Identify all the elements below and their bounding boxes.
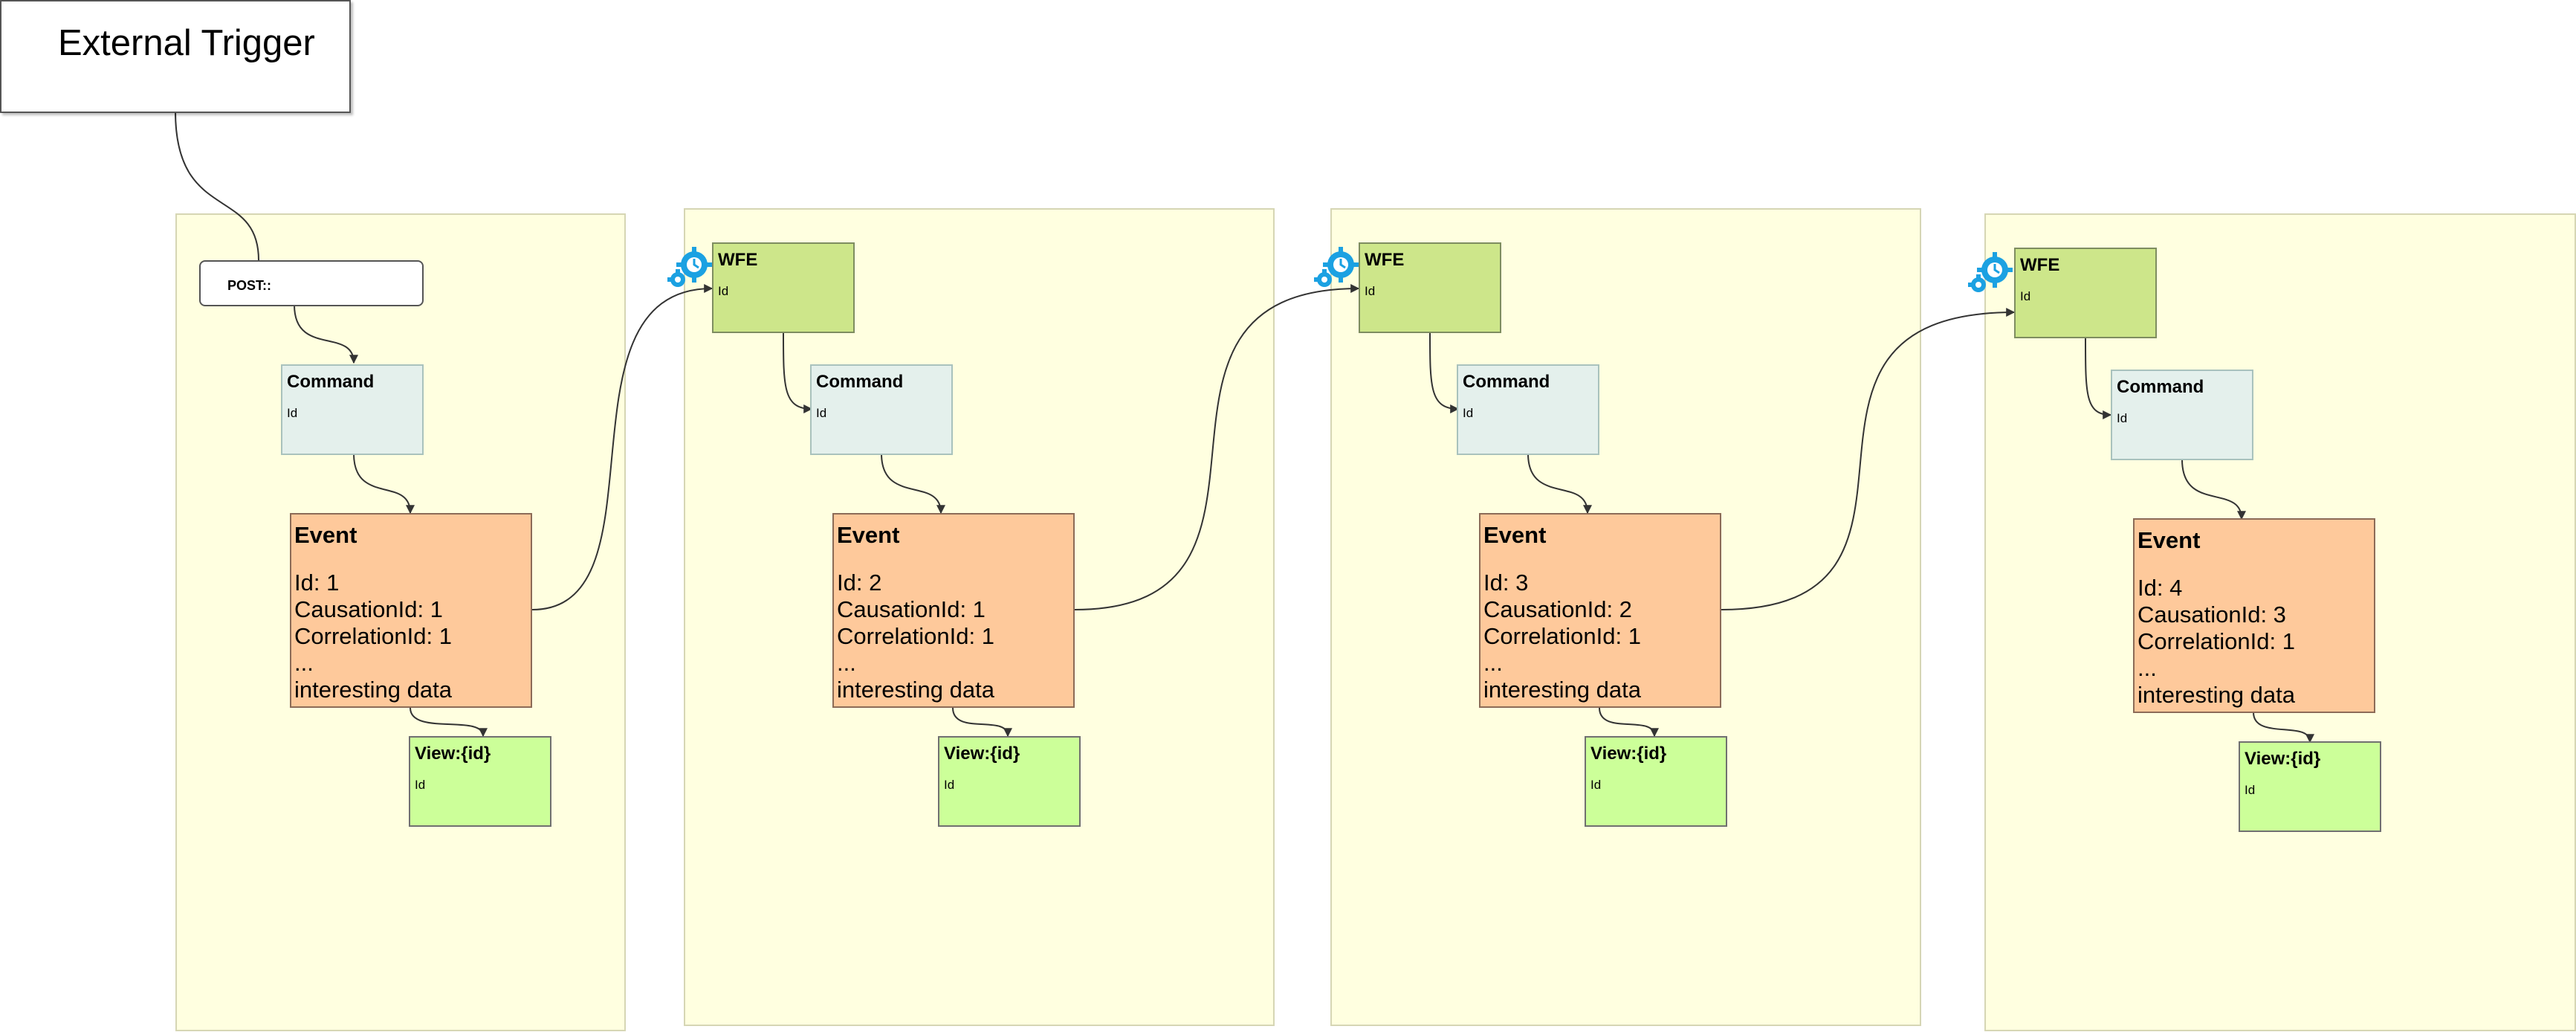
event-causation-id: CausationId: 2 <box>1483 596 1632 622</box>
event-details: Id: 1 CausationId: 1 CorrelationId: 1 ..… <box>294 570 452 703</box>
event-title: Event <box>837 522 900 548</box>
command-field: Id <box>2117 411 2128 425</box>
event-ellipsis: ... <box>837 650 856 676</box>
post-label: POST:: <box>227 278 272 293</box>
wfe-to-command-connector-2 <box>783 332 813 413</box>
event-data: interesting data <box>2138 682 2295 708</box>
event-to-view-connector-3 <box>1599 707 1659 738</box>
event-correlation-id: CorrelationId: 1 <box>837 623 994 649</box>
wfe-to-command-connector-4 <box>2085 338 2112 419</box>
trigger-to-post-connector <box>175 111 259 261</box>
wfe-box-4[interactable]: WFE Id <box>2014 248 2157 338</box>
event-correlation-id: CorrelationId: 1 <box>2138 628 2295 654</box>
command-to-event-connector-2 <box>881 453 945 515</box>
view-field: Id <box>415 778 426 792</box>
wfe-to-command-connector-3 <box>1429 332 1460 413</box>
command-to-event-connector-1 <box>353 453 415 515</box>
event-data: interesting data <box>837 677 994 703</box>
event-ellipsis: ... <box>1483 650 1503 676</box>
post-request-box[interactable]: POST:: <box>199 260 424 306</box>
event-to-wfe-connector-2 <box>1074 284 1360 610</box>
wfe-box-2[interactable]: WFE Id <box>712 242 855 333</box>
command-to-event-connector-3 <box>1527 453 1592 515</box>
event-correlation-id: CorrelationId: 1 <box>1483 623 1641 649</box>
view-title: View:{id} <box>415 744 491 764</box>
command-title: Command <box>816 372 904 392</box>
event-title: Event <box>294 522 357 548</box>
wfe-field: Id <box>718 284 729 298</box>
event-to-view-connector-4 <box>2253 712 2314 744</box>
event-causation-id: CausationId: 1 <box>294 596 443 622</box>
workflow-gear-icon <box>1962 248 2016 301</box>
event-ellipsis: ... <box>294 650 314 676</box>
command-to-event-connector-4 <box>2181 459 2246 520</box>
post-to-command-connector-1 <box>294 304 358 364</box>
wfe-box-3[interactable]: WFE Id <box>1359 242 1501 333</box>
event-box-2[interactable]: Event Id: 2 CausationId: 1 CorrelationId… <box>832 513 1075 708</box>
event-title: Event <box>1483 522 1547 548</box>
view-box-2[interactable]: View:{id} Id <box>938 736 1081 827</box>
wfe-field: Id <box>2020 289 2031 303</box>
view-field: Id <box>944 778 955 792</box>
view-box-1[interactable]: View:{id} Id <box>409 736 551 827</box>
event-to-view-connector-2 <box>952 707 1012 738</box>
event-id: Id: 4 <box>2138 575 2183 601</box>
command-title: Command <box>287 372 375 392</box>
event-data: interesting data <box>1483 677 1641 703</box>
command-field: Id <box>816 406 827 420</box>
command-box-1[interactable]: Command Id <box>281 364 424 455</box>
workflow-gear-icon <box>661 242 715 296</box>
event-id: Id: 2 <box>837 570 882 596</box>
view-field: Id <box>2245 783 2256 797</box>
external-trigger-title: External Trigger <box>58 23 315 63</box>
event-details: Id: 3 CausationId: 2 CorrelationId: 1 ..… <box>1483 570 1641 703</box>
workflow-gear-icon <box>1308 242 1362 296</box>
command-title: Command <box>2117 377 2204 397</box>
view-box-3[interactable]: View:{id} Id <box>1585 736 1727 827</box>
event-data: interesting data <box>294 677 452 703</box>
wfe-title: WFE <box>2020 255 2060 275</box>
command-field: Id <box>1463 406 1474 420</box>
event-ellipsis: ... <box>2138 655 2157 681</box>
view-box-4[interactable]: View:{id} Id <box>2239 741 2381 832</box>
wfe-field: Id <box>1365 284 1376 298</box>
command-title: Command <box>1463 372 1550 392</box>
view-field: Id <box>1590 778 1602 792</box>
event-to-wfe-connector-1 <box>531 284 713 610</box>
event-id: Id: 3 <box>1483 570 1529 596</box>
event-title: Event <box>2138 527 2201 553</box>
external-trigger-box[interactable]: External Trigger <box>0 0 351 113</box>
wfe-title: WFE <box>1365 250 1405 270</box>
event-to-view-connector-1 <box>410 707 488 738</box>
view-title: View:{id} <box>1590 744 1667 764</box>
command-box-4[interactable]: Command Id <box>2111 370 2253 460</box>
event-box-1[interactable]: Event Id: 1 CausationId: 1 CorrelationId… <box>290 513 532 708</box>
command-field: Id <box>287 406 298 420</box>
view-title: View:{id} <box>2245 749 2321 769</box>
event-to-wfe-connector-3 <box>1721 308 2016 610</box>
event-details: Id: 4 CausationId: 3 CorrelationId: 1 ..… <box>2138 575 2295 709</box>
event-box-3[interactable]: Event Id: 3 CausationId: 2 CorrelationId… <box>1479 513 1721 708</box>
event-id: Id: 1 <box>294 570 340 596</box>
view-title: View:{id} <box>944 744 1020 764</box>
command-box-2[interactable]: Command Id <box>810 364 953 455</box>
command-box-3[interactable]: Command Id <box>1457 364 1599 455</box>
event-causation-id: CausationId: 3 <box>2138 602 2286 628</box>
event-details: Id: 2 CausationId: 1 CorrelationId: 1 ..… <box>837 570 994 703</box>
event-correlation-id: CorrelationId: 1 <box>294 623 452 649</box>
event-causation-id: CausationId: 1 <box>837 596 986 622</box>
event-box-4[interactable]: Event Id: 4 CausationId: 3 CorrelationId… <box>2133 518 2375 713</box>
wfe-title: WFE <box>718 250 758 270</box>
